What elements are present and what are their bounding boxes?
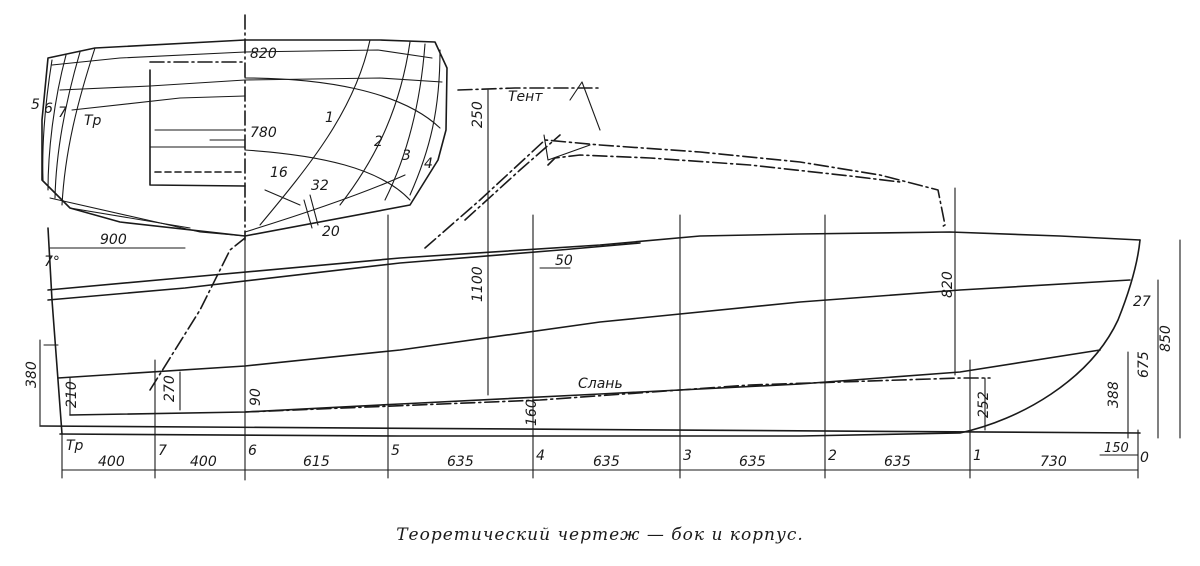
dim-1100: 1100: [470, 266, 486, 302]
dim-50: 50: [555, 253, 573, 269]
label-tent: Тент: [508, 89, 543, 105]
station-label-tr: Тр: [66, 438, 84, 454]
station-label-5: 5: [391, 443, 400, 459]
spacing-5: 635: [739, 454, 766, 470]
station-label-3: 3: [683, 448, 692, 464]
station-label-2: 2: [828, 448, 837, 464]
dim-210: 210: [64, 381, 80, 408]
dim-27: 27: [1133, 294, 1151, 310]
dim-90: 90: [248, 388, 264, 406]
dim-252: 252: [976, 391, 992, 418]
spacing-8: 150: [1104, 441, 1129, 456]
spacing-3: 635: [447, 454, 474, 470]
dim-675: 675: [1136, 351, 1152, 378]
profile-baseline: [39, 425, 1141, 434]
keel-line: [59, 239, 1141, 437]
spacing-2: 615: [303, 454, 330, 470]
body-plan: 820 780 16 32 20 Тр 1 2 3 4 5 6 7: [31, 14, 448, 241]
label-tr-body: Тр: [84, 113, 102, 129]
station-label-7: 7: [158, 443, 167, 459]
dim-850: 850: [1158, 325, 1174, 352]
dim-20: 20: [322, 224, 340, 240]
chine-line: [57, 279, 1131, 379]
spacing-4: 635: [593, 454, 620, 470]
spacing-0: 400: [98, 454, 125, 470]
dim-16: 16: [270, 165, 288, 181]
body-line-6: 6: [44, 101, 53, 117]
dim-900: 900: [100, 232, 127, 248]
dim-250: 250: [470, 101, 486, 128]
label-slan: Слань: [578, 376, 623, 392]
dim-780: 780: [250, 125, 277, 141]
station-label-0: 0: [1140, 450, 1149, 466]
dim-820-right: 820: [940, 271, 956, 298]
sheer-line: [47, 231, 1141, 291]
profile-plan: Тент Слань 250 900 7° 50 1100 820 380 21…: [24, 81, 1181, 481]
body-line-2: 2: [374, 134, 383, 150]
body-line-7: 7: [58, 105, 67, 121]
body-line-5: 5: [31, 97, 40, 113]
dim-7deg: 7°: [44, 254, 60, 270]
spacing-6: 635: [884, 454, 911, 470]
station-label-4: 4: [536, 448, 545, 464]
station-label-1: 1: [973, 448, 982, 464]
body-plan-sheer: [41, 39, 448, 237]
transom-profile: [47, 227, 63, 435]
tent-outline: [424, 139, 946, 249]
station-label-6: 6: [248, 443, 257, 459]
body-line-4: 4: [424, 156, 433, 172]
body-line-3: 3: [402, 148, 411, 164]
body-line-1: 1: [325, 110, 334, 126]
dim-380: 380: [24, 361, 40, 388]
transom-outline: [149, 69, 246, 187]
drawing-caption: Теоретический чертеж — бок и корпус.: [396, 525, 804, 545]
dim-32: 32: [311, 178, 329, 194]
dim-160: 160: [524, 399, 540, 426]
spacing-7: 730: [1040, 454, 1067, 470]
spacing-1: 400: [190, 454, 217, 470]
dim-270: 270: [162, 375, 178, 402]
dim-820-top: 820: [250, 46, 277, 62]
dim-388: 388: [1106, 381, 1122, 408]
